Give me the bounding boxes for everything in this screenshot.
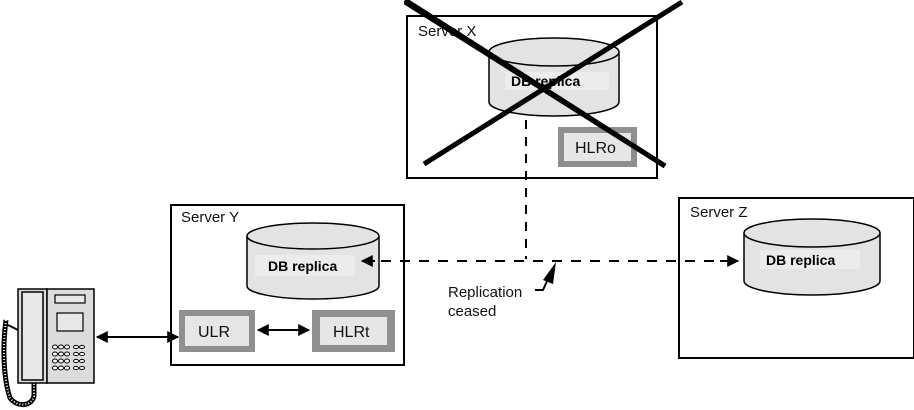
server-z: Server Z DB replica — [678, 197, 914, 359]
replication-links — [360, 120, 740, 267]
hlro-component: HLRo — [558, 127, 637, 167]
hlrt-component: HLRt — [312, 310, 395, 352]
replication-ceased-annotation: Replication ceased — [448, 262, 556, 320]
server-z-db-cylinder: DB replica — [743, 218, 881, 296]
server-x-db-cylinder: DB replica — [488, 37, 620, 117]
hlro-label: HLRo — [575, 140, 616, 157]
hlrt-label: HLRt — [333, 324, 370, 341]
telephone-icon — [1, 288, 95, 407]
server-y-db-label: DB replica — [268, 258, 337, 274]
ulr-component: ULR — [179, 310, 255, 352]
annotation-line1: Replication — [448, 284, 522, 301]
server-y: Server Y DB replica ULR HLRt — [170, 204, 405, 366]
server-z-label: Server Z — [690, 204, 748, 221]
server-y-label: Server Y — [181, 209, 239, 226]
server-z-db-label: DB replica — [766, 252, 835, 268]
ulr-label: ULR — [198, 324, 230, 341]
cross-mark-icon — [403, 0, 684, 169]
server-y-db-cylinder: DB replica — [246, 222, 380, 300]
annotation-line2: ceased — [448, 303, 496, 320]
